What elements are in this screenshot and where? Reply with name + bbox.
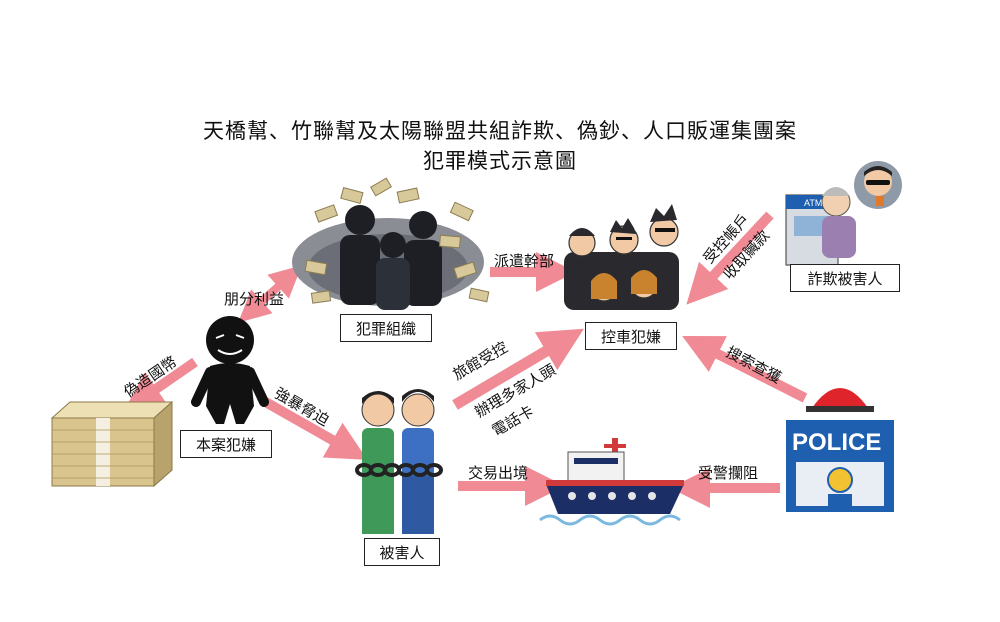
node-suspect: 本案犯嫌 [180, 430, 272, 458]
label-dispatch: 派遣幹部 [494, 252, 555, 270]
arrow-control-accounts [686, 211, 774, 305]
banknote-stack-illustration [50, 400, 174, 488]
node-victims: 被害人 [364, 538, 440, 566]
crime-org-illustration [292, 177, 490, 310]
ship-illustration [539, 438, 684, 526]
arrow-hotel [452, 328, 584, 410]
police-label: POLICE [792, 429, 881, 456]
control-suspects-illustration [564, 204, 679, 310]
arrow-search [682, 335, 808, 403]
diagram-title: 天橋幫、竹聯幫及太陽聯盟共組詐欺、偽鈔、人口販運集團案 [203, 119, 797, 143]
arrow-coercion [259, 395, 368, 460]
suspect-illustration [191, 316, 269, 424]
arrow-share-profit [238, 265, 302, 323]
fraud-victim-illustration: ATM [785, 161, 902, 266]
police-station-illustration: POLICE [786, 388, 894, 512]
label-intercept: 受警攔阻 [698, 464, 759, 482]
node-crime-org: 犯罪組織 [340, 314, 432, 342]
node-control-suspects: 控車犯嫌 [585, 322, 677, 350]
atm-label: ATM [804, 198, 822, 208]
chained-victims-illustration [355, 389, 443, 534]
label-share-profit: 朋分利益 [224, 290, 285, 308]
node-fraud-victims: 詐欺被害人 [790, 264, 900, 292]
label-exit: 交易出境 [468, 464, 529, 482]
arrow-counterfeit [123, 357, 198, 412]
diagram-subtitle: 犯罪模式示意圖 [423, 149, 577, 173]
